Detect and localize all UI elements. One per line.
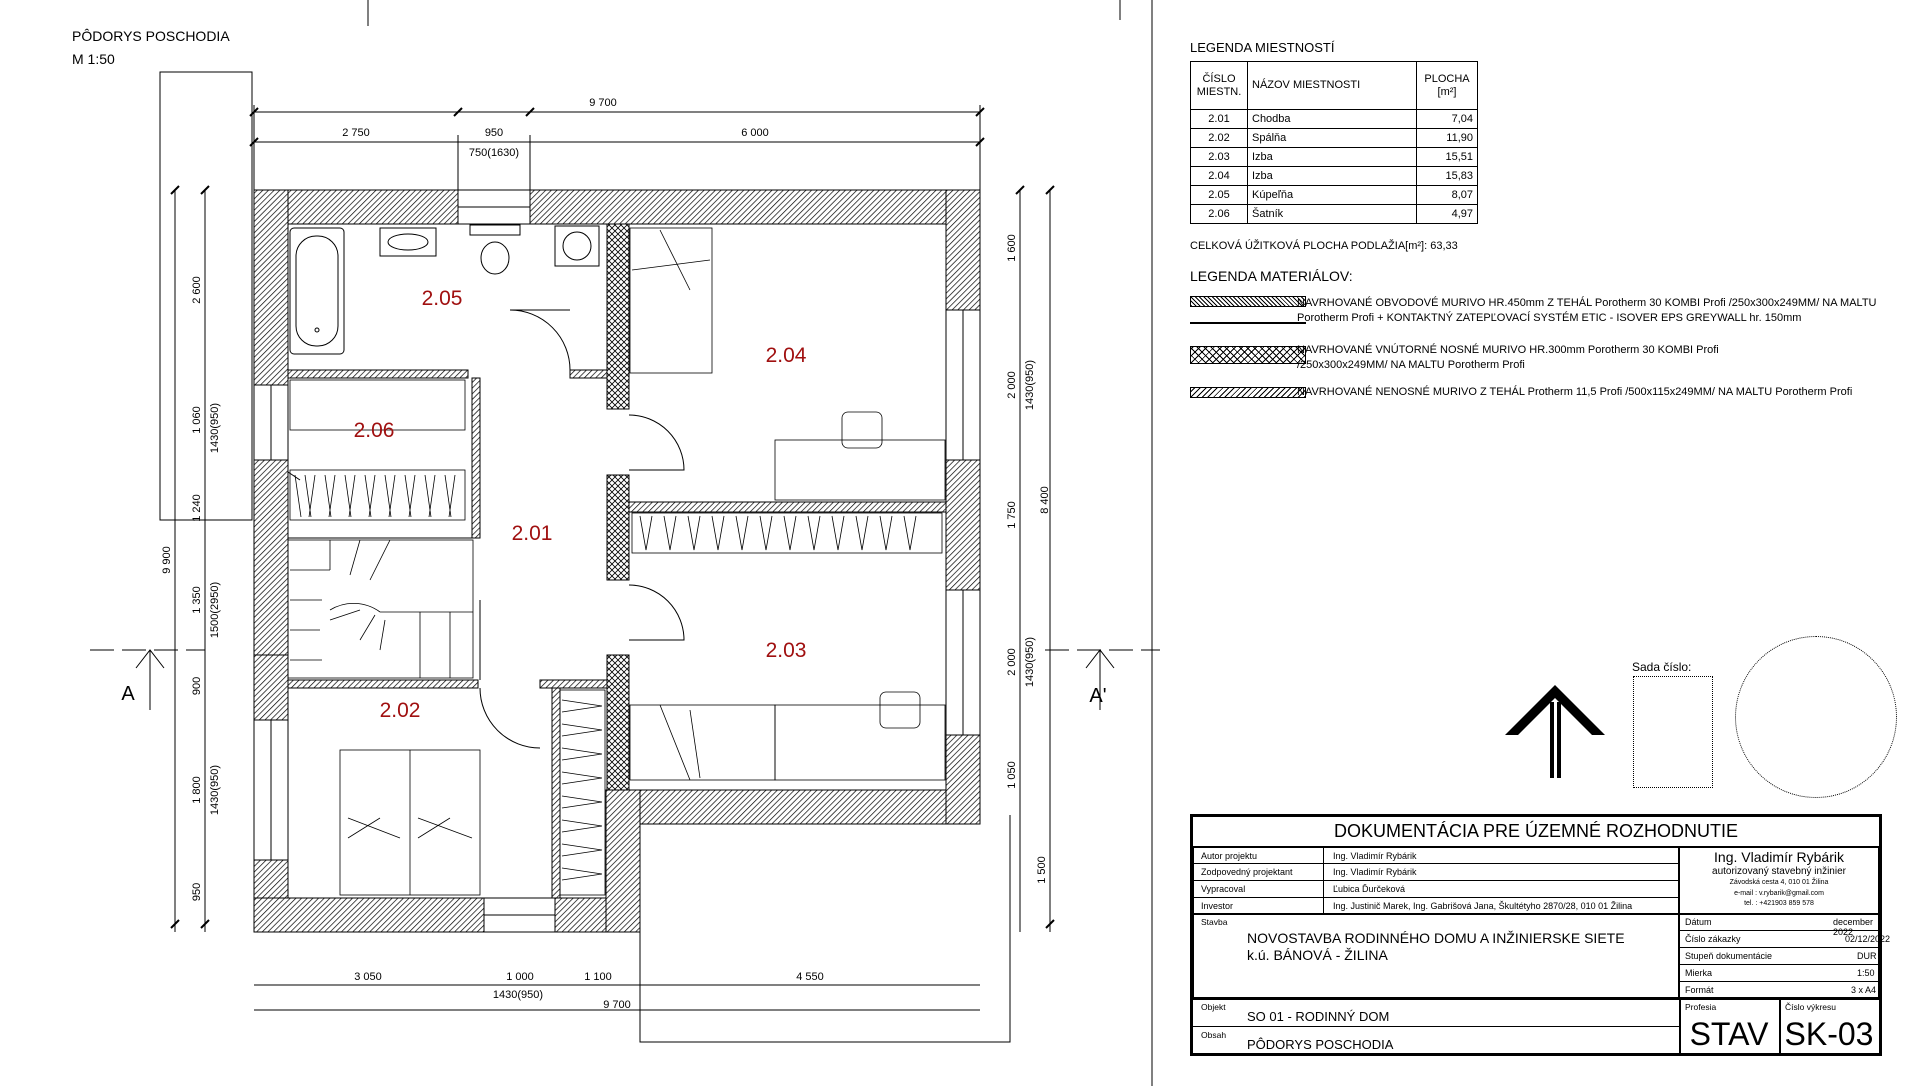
section-mark-a: A: [121, 683, 135, 705]
dim-right-total: 8 400: [1039, 486, 1051, 514]
drawing-number: SK-03: [1784, 1016, 1874, 1052]
plan-title: PÔDORYS POSCHODIA: [72, 28, 230, 44]
material-swatch-partition: [1190, 387, 1306, 398]
dim-top-1: 2 750: [342, 127, 370, 139]
scale: 1:50: [1857, 968, 1875, 978]
dim-right-5: 1 050: [1006, 761, 1018, 789]
dim-bottom-3: 1 100: [584, 971, 612, 983]
dim-bottom-total: 9 700: [603, 999, 631, 1011]
dim-left-4: 1 350: [191, 586, 203, 614]
dim-top-3: 6 000: [741, 127, 769, 139]
object: SO 01 - RODINNÝ DOM: [1247, 1009, 1390, 1024]
company-name: Ing. Vladimír Rybárik: [1714, 849, 1844, 865]
dim-right-4b: 1430(950): [1024, 637, 1036, 687]
room-legend-table: ČÍSLO MIESTN. NÁZOV MIESTNOSTI PLOCHA [m…: [1190, 61, 1478, 224]
room-label-202: 2.02: [380, 699, 421, 722]
material-legend-title: LEGENDA MATERIÁLOV:: [1190, 268, 1353, 284]
stamp-circle: [1735, 636, 1897, 798]
room-label-204: 2.04: [766, 344, 807, 367]
material-exterior: NAVRHOVANÉ OBVODOVÉ MURIVO HR.450mm Z TE…: [1297, 297, 1877, 324]
interior-walls: [287, 223, 947, 899]
dim-top-2b: 750(1630): [469, 147, 519, 159]
material-partition: NAVRHOVANÉ NENOSNÉ MURIVO Z TEHÁL Prothe…: [1297, 386, 1853, 398]
dim-left-5: 900: [191, 677, 203, 695]
company-box: [1679, 846, 1879, 914]
windows: [253, 189, 981, 933]
bathroom-fixtures: [289, 224, 600, 355]
dim-left-7: 950: [191, 883, 203, 901]
dim-left-4b: 1500(2950): [209, 582, 221, 638]
dim-left-3: 1 240: [191, 494, 203, 522]
dim-right-2: 2 000: [1006, 371, 1018, 399]
author: Ing. Vladimír Rybárik: [1333, 851, 1417, 861]
stamp-label: Sada číslo:: [1632, 660, 1692, 674]
floor-plan: 9 700 2 750 950 6 000 750(1630) 3 050 1 …: [90, 0, 1160, 1086]
dim-bottom-2b: 1430(950): [493, 989, 543, 1001]
profession: STAV: [1689, 1016, 1769, 1052]
dim-left-total: 9 900: [161, 546, 173, 574]
building-name: NOVOSTAVBA RODINNÉHO DOMU A INŽINIERSKE …: [1247, 930, 1625, 963]
col-area: PLOCHA [m²]: [1416, 61, 1478, 110]
dim-right-3: 1 750: [1006, 501, 1018, 529]
dim-right-6: 1 500: [1036, 856, 1048, 884]
dim-right-2b: 1430(950): [1024, 360, 1036, 410]
dim-right-4: 2 000: [1006, 648, 1018, 676]
north-arrow-icon: [1505, 685, 1605, 778]
room-label-205: 2.05: [422, 287, 463, 310]
dim-left-2: 1 060: [191, 406, 203, 434]
title-block: DOKUMENTÁCIA PRE ÚZEMNÉ ROZHODNUTIE Auto…: [1190, 814, 1890, 1056]
bed: [339, 227, 946, 896]
dim-right-1: 1 600: [1006, 234, 1018, 262]
responsible: Ing. Vladimír Rybárik: [1333, 867, 1417, 877]
content: PÔDORYS POSCHODIA: [1247, 1037, 1394, 1052]
dim-left-6: 1 800: [191, 776, 203, 804]
stamp-box: [1633, 676, 1713, 788]
dim-bottom-2: 1 000: [506, 971, 534, 983]
col-number: ČÍSLO MIESTN.: [1190, 61, 1248, 110]
section-mark-a2: A': [1089, 685, 1106, 707]
plan-heading: PÔDORYS POSCHODIA M 1:50: [72, 25, 230, 71]
order-number: 02/12/2022: [1845, 934, 1891, 944]
dim-bottom-1: 3 050: [354, 971, 382, 983]
room-label-206: 2.06: [354, 419, 395, 442]
dim-left-1: 2 600: [191, 276, 203, 304]
stage: DUR: [1857, 951, 1877, 961]
material-swatch-interior: [1190, 346, 1306, 364]
investor: Ing. Justinič Marek, Ing. Gabrišová Jana…: [1333, 901, 1633, 911]
col-name: NÁZOV MIESTNOSTI: [1247, 61, 1417, 110]
dim-left-2b: 1430(950): [209, 403, 221, 453]
doors: [479, 309, 685, 749]
date: december 2022: [1833, 917, 1874, 937]
staircase: [287, 539, 474, 679]
plan-scale: M 1:50: [72, 51, 115, 67]
format: 3 x A4: [1851, 985, 1877, 995]
drawn-by: Ľubica Ďurčeková: [1333, 884, 1406, 894]
room-label-201: 2.01: [512, 522, 553, 545]
title-block-heading: DOKUMENTÁCIA PRE ÚZEMNÉ ROZHODNUTIE: [1193, 817, 1879, 848]
wardrobe: [289, 379, 943, 896]
room-legend-title: LEGENDA MIESTNOSTÍ: [1190, 40, 1335, 55]
dim-top-2: 950: [485, 127, 503, 139]
material-swatch-exterior: [1190, 296, 1306, 307]
material-interior: NAVRHOVANÉ VNÚTORNÉ NOSNÉ MURIVO HR.300m…: [1297, 344, 1719, 371]
dim-top-total: 9 700: [589, 97, 617, 109]
dim-left-6b: 1430(950): [209, 765, 221, 815]
total-area: CELKOVÁ ÚŽITKOVÁ PLOCHA PODLAŽIA[m²]: 63…: [1190, 240, 1458, 252]
material-swatch-line: [1190, 322, 1306, 324]
exterior-walls: [253, 189, 981, 933]
dim-bottom-4: 4 550: [796, 971, 824, 983]
room-label-203: 2.03: [766, 639, 807, 662]
